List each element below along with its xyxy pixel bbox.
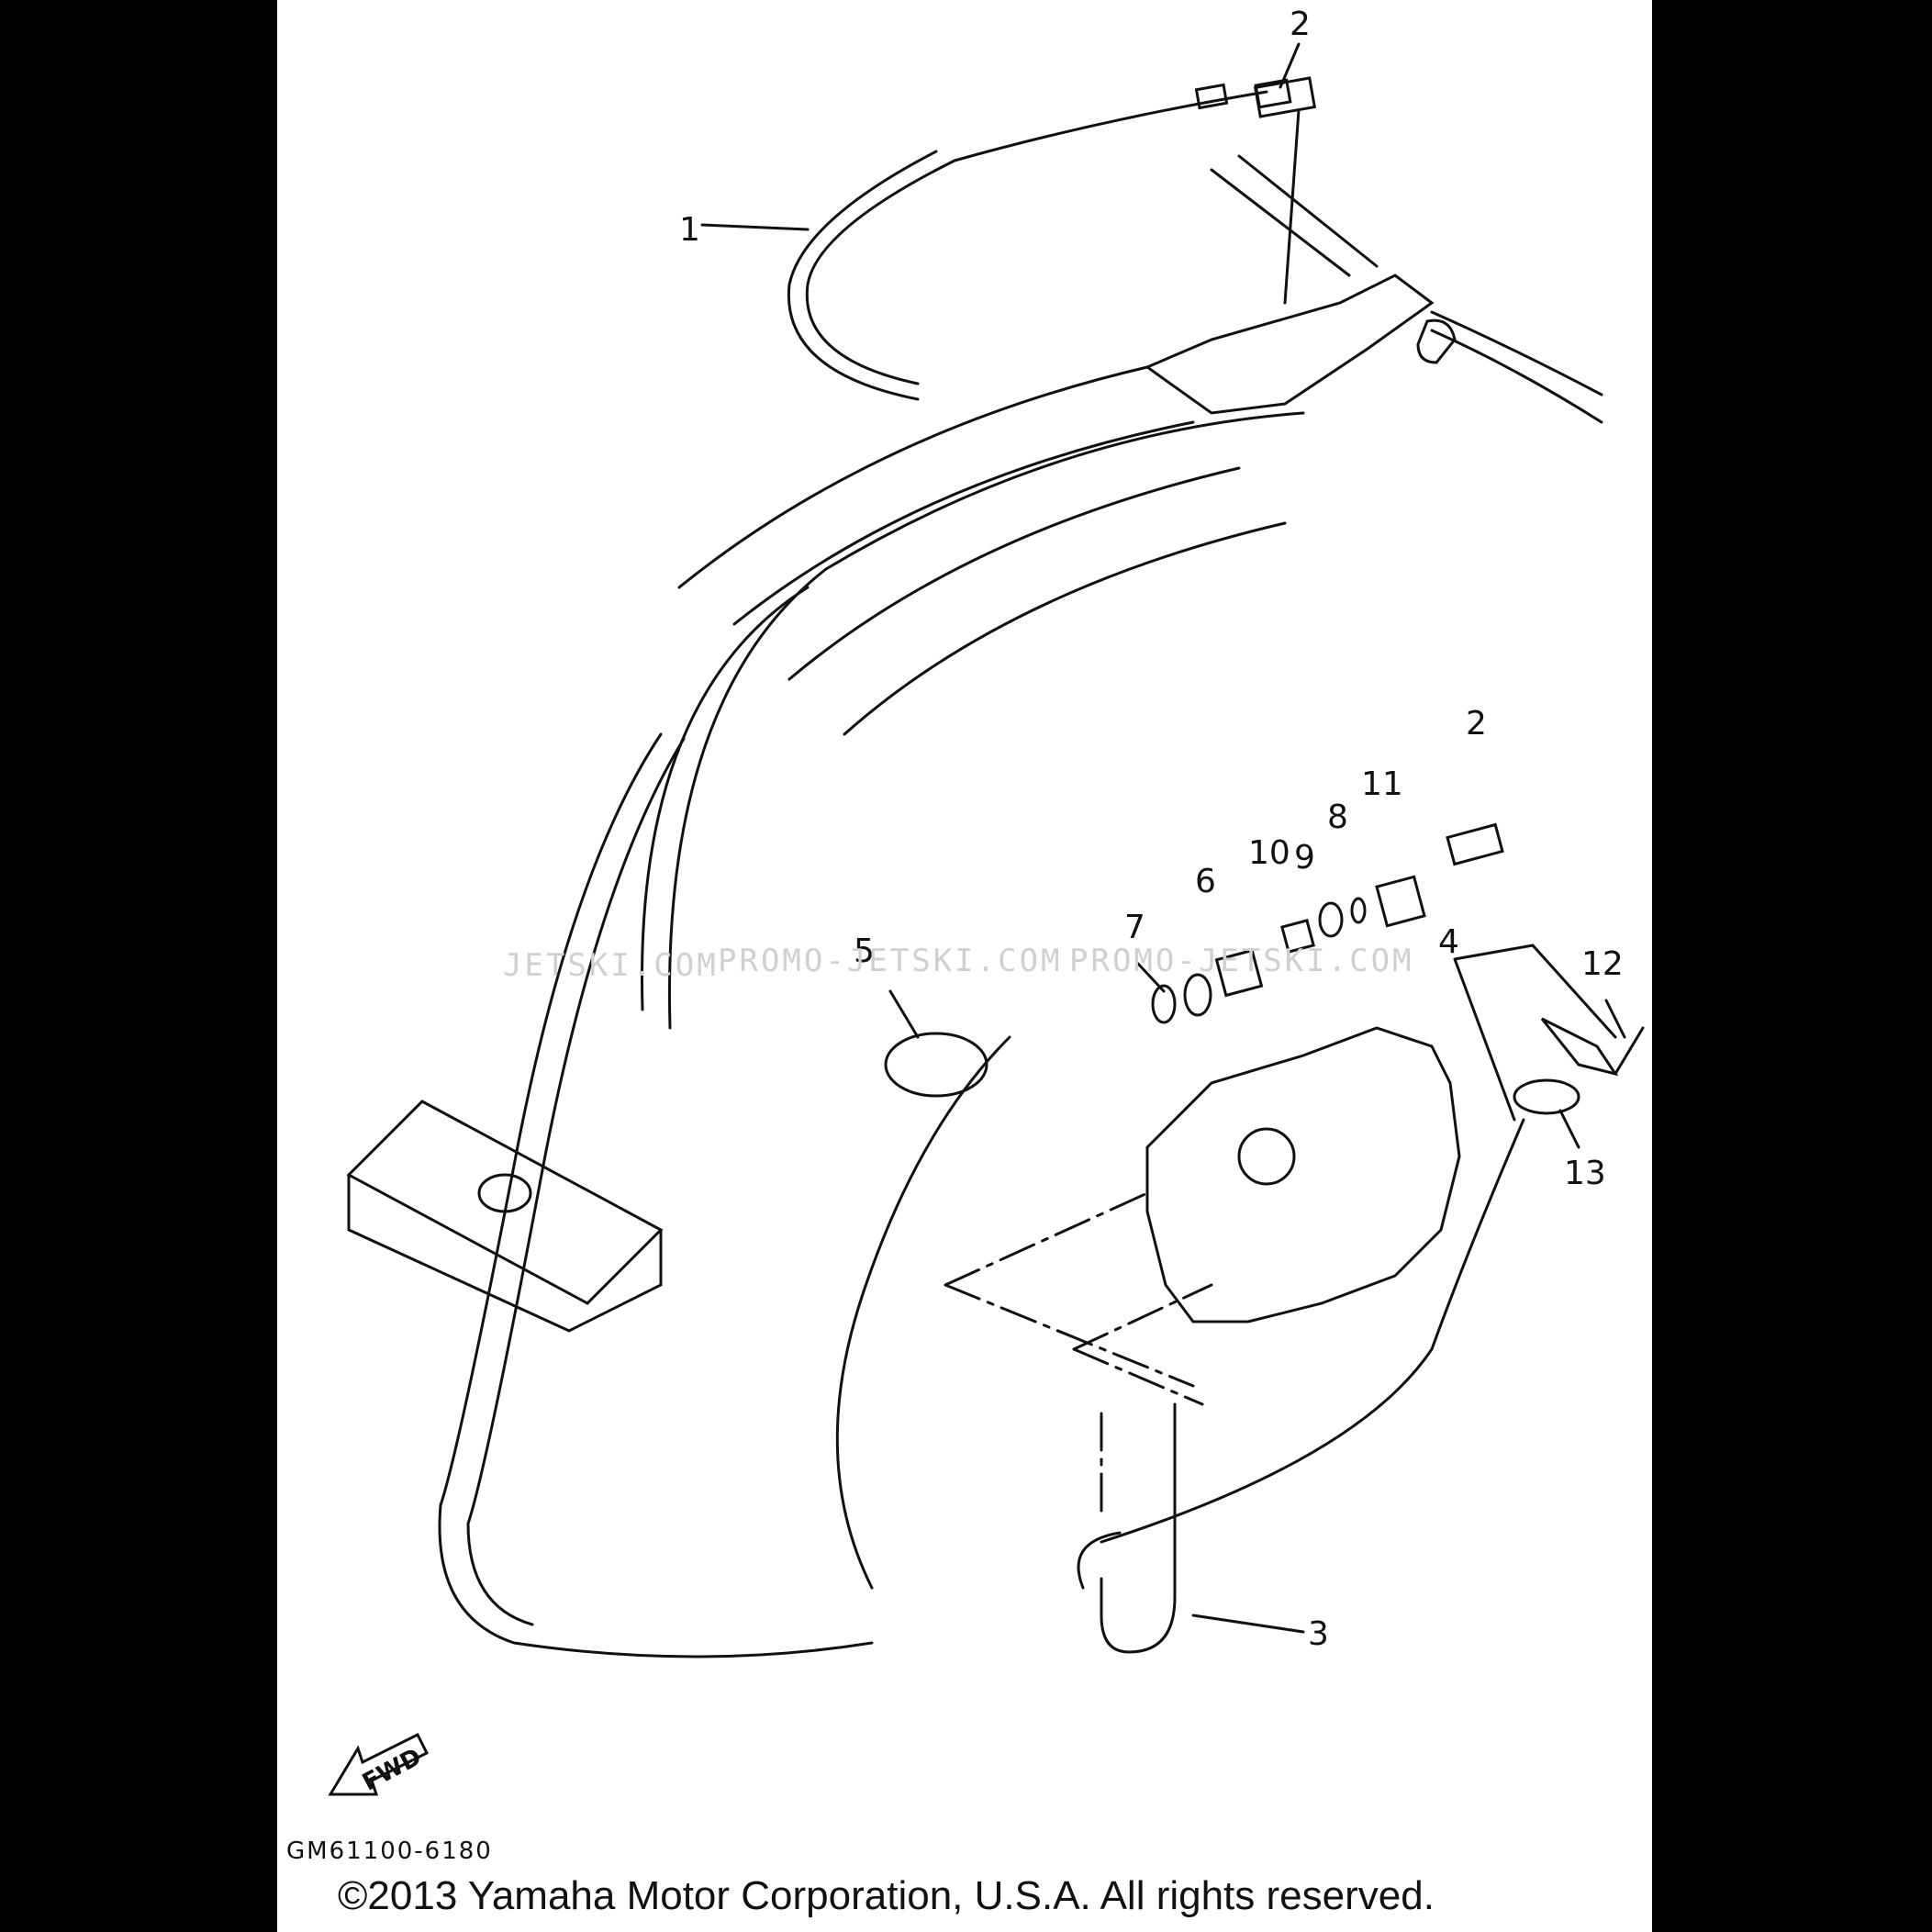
- callout-9: 9: [1294, 839, 1315, 877]
- callout-4: 4: [1438, 923, 1459, 961]
- cable-lower-right: [1100, 1118, 1525, 1544]
- stay-part-4: [1540, 1017, 1619, 1077]
- leader-7: [1136, 962, 1166, 993]
- hull-band-line-1: [677, 365, 1149, 589]
- leader-13: [1558, 1109, 1580, 1149]
- parts-sheet: [277, 0, 1652, 1932]
- callout-13: 13: [1564, 1155, 1606, 1192]
- callout-2-lower: 2: [1466, 705, 1487, 743]
- fwd-arrow-icon: FWD: [328, 1732, 430, 1797]
- cable-u-bend-left: [1077, 1531, 1122, 1590]
- callout-11: 11: [1361, 765, 1403, 803]
- callout-2-top: 2: [1290, 6, 1311, 43]
- leader-12: [1604, 999, 1626, 1039]
- cable-1-end-fitting: [1194, 83, 1229, 110]
- washer-part-9: [1318, 901, 1344, 938]
- nut-part-11: [1375, 875, 1426, 928]
- callout-8: 8: [1327, 798, 1348, 836]
- diagram-code: GM61100-6180: [286, 1837, 493, 1865]
- callout-5: 5: [854, 932, 875, 970]
- washer-part-7b: [1183, 973, 1212, 1017]
- cable-1-top-inner: [787, 150, 938, 401]
- cable-main-run: [438, 732, 874, 1658]
- engine-block: [1145, 1026, 1461, 1323]
- callout-6: 6: [1195, 863, 1216, 900]
- callout-1: 1: [679, 211, 700, 249]
- mount-bracket: [346, 1100, 664, 1333]
- cable-lower-left: [835, 1035, 1011, 1590]
- routing-line-1: [944, 1191, 1213, 1406]
- watermark-jetski: JETSKI.COM: [503, 947, 719, 984]
- callout-7: 7: [1124, 909, 1145, 946]
- bellows-grommet: [477, 1173, 532, 1213]
- leader-5: [888, 989, 920, 1039]
- hull-upper-outline: [667, 411, 1305, 1030]
- joint-part-6: [1214, 948, 1264, 998]
- handlebar: [1210, 154, 1603, 424]
- hull-band-line-2: [732, 420, 1195, 626]
- leader-3: [1191, 1614, 1305, 1634]
- callout-3: 3: [1308, 1615, 1329, 1653]
- callout-12: 12: [1581, 945, 1624, 983]
- routing-line-2: [1100, 1402, 1177, 1516]
- collar-part-10: [1280, 919, 1315, 954]
- watermark-promo-1: PROMO-JETSKI.COM: [718, 943, 1063, 979]
- washer-part-7a: [1151, 984, 1177, 1024]
- holder-part-2-lower: [1446, 822, 1504, 866]
- leader-4: [1453, 944, 1617, 1122]
- cable-1-top: [805, 90, 1268, 385]
- engine-port: [1237, 1127, 1296, 1186]
- watermark-promo-2: PROMO-JETSKI.COM: [1069, 943, 1414, 979]
- hull-band-line-3: [787, 466, 1241, 681]
- leader-1: [700, 223, 810, 231]
- washer-part-8: [1350, 897, 1367, 924]
- callout-10: 10: [1248, 834, 1290, 872]
- cable-u-bend: [1100, 1430, 1177, 1654]
- handle-grip: [1416, 318, 1457, 364]
- cable-clamp-part-5: [884, 1032, 988, 1098]
- gasket-part-13: [1513, 1078, 1580, 1115]
- leader-2-top: [1279, 42, 1301, 305]
- cable-main-run-inner: [466, 737, 686, 1626]
- steering-column: [1144, 274, 1435, 415]
- hull-band-line-4: [843, 521, 1287, 736]
- copyright-notice: ©2013 Yamaha Motor Corporation, U.S.A. A…: [338, 1873, 1435, 1918]
- pin-part-12: [1614, 1026, 1645, 1076]
